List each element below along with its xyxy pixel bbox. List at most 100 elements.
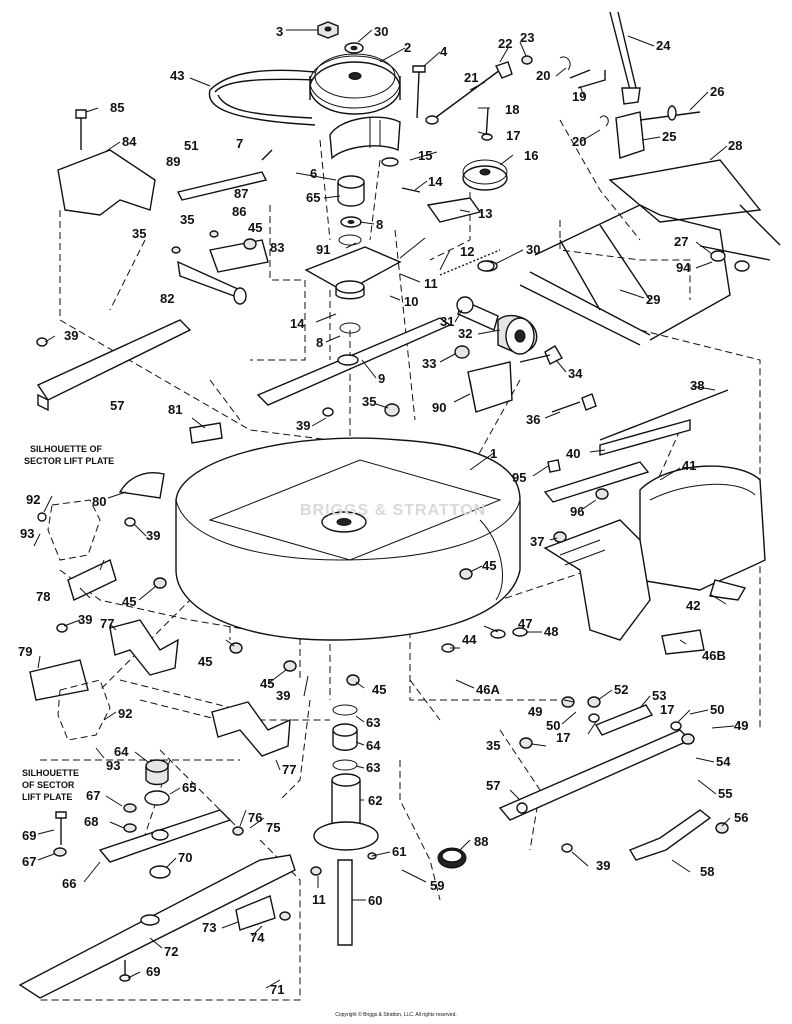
label-65: 65: [306, 190, 320, 205]
silhouette-notes: SILHOUETTE OF SECTOR LIFT PLATE SILHOUET…: [22, 444, 114, 802]
label-88: 88: [474, 834, 488, 849]
label-55: 55: [718, 786, 732, 801]
label-74: 74: [250, 930, 265, 945]
label-35: 35: [132, 226, 146, 241]
label-9: 9: [378, 371, 385, 386]
label-50: 50: [710, 702, 724, 717]
label-39: 39: [596, 858, 610, 873]
label-67: 67: [22, 854, 36, 869]
label-64: 64: [366, 738, 381, 753]
label-17: 17: [556, 730, 570, 745]
label-78: 78: [36, 589, 50, 604]
part-graphics: BRIGGS & STRATTON: [18, 11, 781, 999]
label-93: 93: [106, 758, 120, 773]
label-64: 64: [114, 744, 129, 759]
label-8: 8: [316, 335, 323, 350]
label-18: 18: [505, 102, 519, 117]
label-35: 35: [180, 212, 194, 227]
label-11: 11: [424, 276, 438, 291]
label-45: 45: [248, 220, 262, 235]
label-14: 14: [290, 316, 305, 331]
label-32: 32: [458, 326, 472, 341]
label-76: 76: [248, 810, 262, 825]
label-90: 90: [432, 400, 446, 415]
label-84: 84: [122, 134, 137, 149]
label-22: 22: [498, 36, 512, 51]
label-20: 20: [572, 134, 586, 149]
label-51: 51: [184, 138, 198, 153]
label-17: 17: [660, 702, 674, 717]
label-45: 45: [122, 594, 136, 609]
label-19: 19: [572, 89, 586, 104]
note-top-line1: SILHOUETTE OF: [30, 444, 103, 454]
label-10: 10: [404, 294, 418, 309]
label-27: 27: [674, 234, 688, 249]
label-70: 70: [178, 850, 192, 865]
label-81: 81: [168, 402, 182, 417]
label-13: 13: [478, 206, 492, 221]
label-48: 48: [544, 624, 558, 639]
label-93: 93: [20, 526, 34, 541]
label-15: 15: [418, 148, 432, 163]
label-79: 79: [18, 644, 32, 659]
label-35: 35: [486, 738, 500, 753]
label-41: 41: [682, 458, 696, 473]
label-47: 47: [518, 616, 532, 631]
label-63: 63: [366, 760, 380, 775]
label-39: 39: [296, 418, 310, 433]
label-7: 7: [236, 136, 243, 151]
label-65: 65: [182, 780, 196, 795]
copyright-text: Copyright © Briggs & Stratton, LLC. All …: [335, 1012, 457, 1018]
label-92: 92: [118, 706, 132, 721]
label-57: 57: [486, 778, 500, 793]
label-36: 36: [526, 412, 540, 427]
label-30: 30: [526, 242, 540, 257]
label-59: 59: [430, 878, 444, 893]
label-92: 92: [26, 492, 40, 507]
label-73: 73: [202, 920, 216, 935]
label-26: 26: [710, 84, 724, 99]
label-60: 60: [368, 893, 382, 908]
label-45: 45: [372, 682, 386, 697]
label-96: 96: [570, 504, 584, 519]
label-54: 54: [716, 754, 731, 769]
label-42: 42: [686, 598, 700, 613]
label-34: 34: [568, 366, 583, 381]
label-49: 49: [734, 718, 748, 733]
label-45: 45: [198, 654, 212, 669]
label-77: 77: [100, 616, 114, 631]
label-57: 57: [110, 398, 124, 413]
note-bottom-line1: SILHOUETTE: [22, 768, 79, 778]
label-28: 28: [728, 138, 742, 153]
label-75: 75: [266, 820, 280, 835]
label-2: 2: [404, 40, 411, 55]
label-86: 86: [232, 204, 246, 219]
label-45: 45: [482, 558, 496, 573]
label-67: 67: [86, 788, 100, 803]
label-87: 87: [234, 186, 248, 201]
label-68: 68: [84, 814, 98, 829]
label-82: 82: [160, 291, 174, 306]
label-6: 6: [310, 166, 317, 181]
label-16: 16: [524, 148, 538, 163]
label-30: 30: [374, 24, 388, 39]
label-71: 71: [270, 982, 284, 997]
label-39: 39: [146, 528, 160, 543]
label-43: 43: [170, 68, 184, 83]
label-33: 33: [422, 356, 436, 371]
label-44: 44: [462, 632, 477, 647]
label-66: 66: [62, 876, 76, 891]
label-29: 29: [646, 292, 660, 307]
label-89: 89: [166, 154, 180, 169]
label-56: 56: [734, 810, 748, 825]
label-21: 21: [464, 70, 478, 85]
label-12: 12: [460, 244, 474, 259]
note-top-line2: SECTOR LIFT PLATE: [24, 456, 114, 466]
label-39: 39: [276, 688, 290, 703]
watermark: BRIGGS & STRATTON: [300, 502, 486, 519]
label-94: 94: [676, 260, 691, 275]
label-80: 80: [92, 494, 106, 509]
label-45: 45: [260, 676, 274, 691]
label-35: 35: [362, 394, 376, 409]
